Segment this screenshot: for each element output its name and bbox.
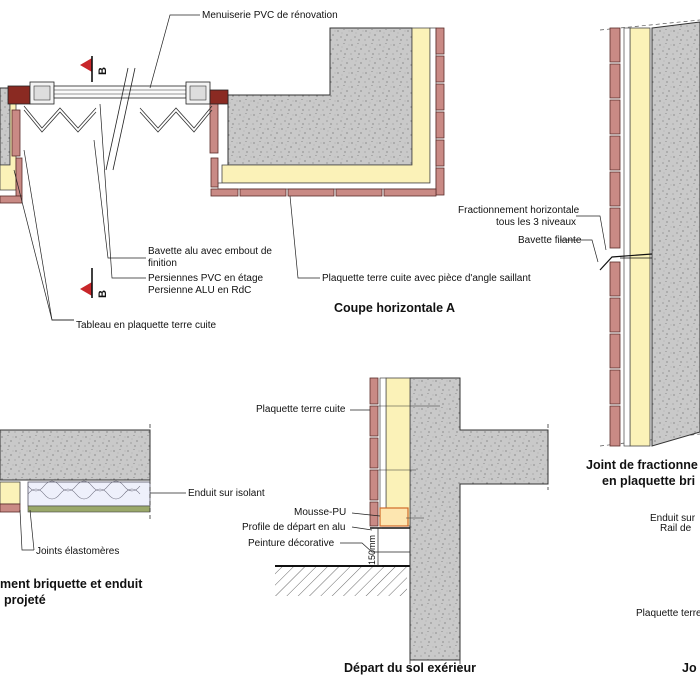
detail-raccordement: Enduit sur isolant Joints élastomères me… [0,424,265,607]
label-fraction-h-2: tous les 3 niveaux [496,217,576,228]
brick-column-right [609,27,621,447]
detail-joint-fractionnement: Fractionnement horizontale tous les 3 ni… [458,19,700,675]
svg-text:B: B [97,290,109,298]
folding-shutters [23,105,213,133]
section-marker-bottom: B [80,268,109,298]
label-bavette-1: Bavette alu avec embout de [148,246,272,257]
label-dim-150: 150mm [367,535,377,565]
brick-slips-horizontal [210,157,437,197]
pvc-window-frame [7,81,229,105]
label-bavette-2: finition [148,258,177,269]
label-peinture: Peinture décorative [248,538,335,549]
wool-insulation [27,481,151,507]
title-depart-sol: Départ du sol exérieur [344,661,476,675]
label-plaquette-terre-cuite: Plaquette terre cuite [256,404,346,415]
title-joint-fraction-2: en plaquette bri [602,474,695,488]
detail-coupe-horizontale: B B Menuiserie PVC de rénovation Bavette… [0,10,531,331]
svg-text:B: B [97,67,109,75]
label-plaquette-angle: Plaquette terre cuite avec pièce d'angle… [322,273,531,284]
title-coupe-horizontale: Coupe horizontale A [334,301,455,315]
detail-depart-sol: 150mm Plaquette terre cuite Mousse-PU Pr… [242,377,549,675]
insulation-depart [385,377,411,527]
tableau-brick-left [11,109,21,157]
label-joints-elasto: Joints élastomères [36,546,119,557]
title-jo-cut: Jo [682,661,697,675]
label-enduit-sur-cut: Enduit sur [650,513,696,524]
label-menuiserie: Menuiserie PVC de rénovation [202,10,338,21]
label-persiennes-2: Persienne ALU en RdC [148,285,251,296]
label-enduit-isolant: Enduit sur isolant [188,488,265,499]
brick-column-depart [369,377,379,527]
concrete-slab-left [0,429,151,481]
label-bavette-filante: Bavette filante [518,235,582,246]
label-persiennes-1: Persiennes PVC en étage [148,273,264,284]
break-lines [105,67,136,171]
section-marker-top: B [80,56,109,82]
tableau-brick-right [209,96,219,154]
label-plaquette-terre-cut: Plaquette terre c [636,608,700,619]
title-joint-fraction-1: Joint de fractionne [586,458,698,472]
bavette-filante [599,253,653,271]
label-fraction-h-1: Fractionnement horizontale [458,205,580,216]
concrete-wall-depart [409,377,549,661]
ground-hatch [275,566,407,596]
render-layer [27,505,151,513]
label-rail-de-cut: Rail de [660,523,692,534]
concrete-wall-right [651,21,700,447]
brick-slips-vertical [435,27,445,196]
concrete-wall [227,27,413,166]
label-tableau: Tableau en plaquette terre cuite [76,320,217,331]
insulation-right [629,27,651,447]
label-mousse-pu: Mousse-PU [294,507,346,518]
title-raccord-1: ment briquette et enduit [0,577,143,591]
title-raccord-2: projeté [4,593,46,607]
wool-pattern [27,480,141,500]
label-profile-depart: Profile de départ en alu [242,522,345,533]
mousse-pu [379,507,409,527]
